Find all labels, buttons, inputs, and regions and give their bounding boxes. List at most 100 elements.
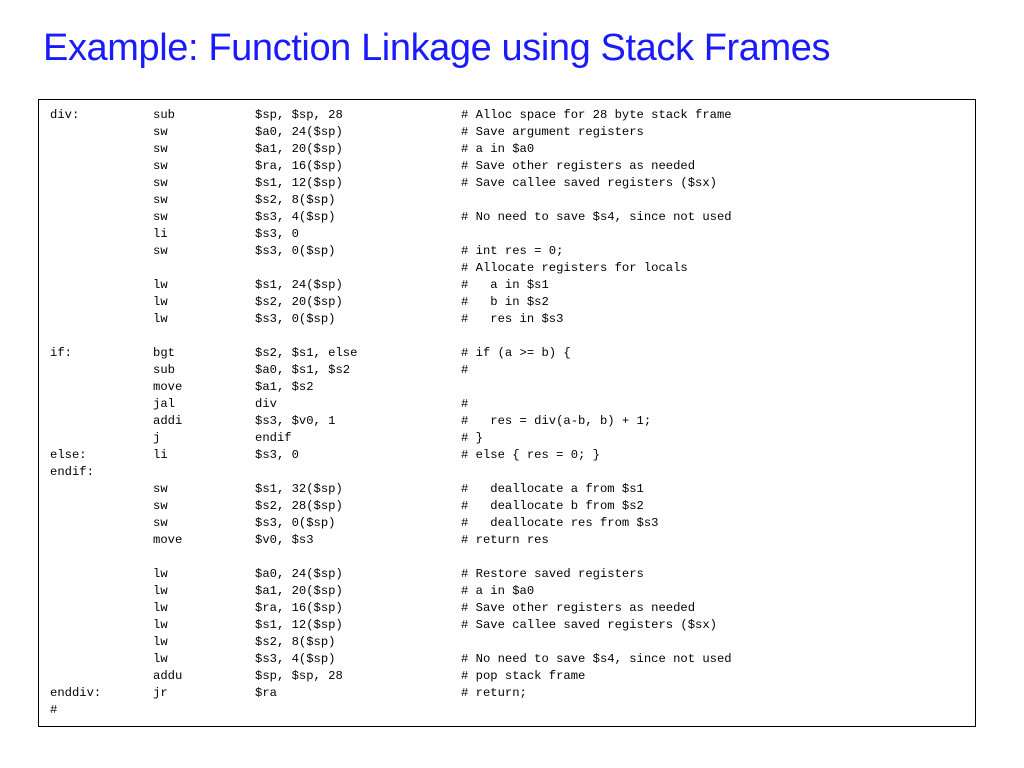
code-opcode: sw [153,499,168,513]
code-opcode: lw [153,584,168,598]
code-comment: # No need to save $s4, since not used [461,652,732,666]
code-operands: $s3, 4($sp) [255,210,336,224]
code-comment: # Save other registers as needed [461,159,696,173]
code-label: enddiv: [50,686,102,700]
code-line [50,328,971,345]
code-opcode: sw [153,159,168,173]
code-opcode: sw [153,516,168,530]
code-opcode: sw [153,193,168,207]
code-label: endif: [50,465,94,479]
code-operands: $sp, $sp, 28 [255,669,343,683]
code-label: if: [50,346,72,360]
code-line: lw$a0, 24($sp)# Restore saved registers [50,566,971,583]
code-operands: $s3, $v0, 1 [255,414,336,428]
code-operands: $s3, 0 [255,448,299,462]
code-operands: $a0, 24($sp) [255,567,343,581]
code-comment: # Save other registers as needed [461,601,696,615]
code-opcode: sw [153,125,168,139]
code-line: move $a1, $s2 [50,379,971,396]
code-comment: # Save callee saved registers ($sx) [461,618,717,632]
code-line: addi $s3, $v0, 1 # res = div(a-b, b) + 1; [50,413,971,430]
code-operands: $s3, 0 [255,227,299,241]
code-opcode: sw [153,176,168,190]
code-opcode: lw [153,652,168,666]
code-operands: $ra [255,686,277,700]
code-comment: # return; [461,686,527,700]
code-opcode: jal [153,397,175,411]
code-comment: # res = div(a-b, b) + 1; [461,414,652,428]
code-line: if: bgt $s2, $s1, else # if (a >= b) { [50,345,971,362]
code-operands: $a1, 20($sp) [255,584,343,598]
code-opcode: addi [153,414,183,428]
code-line: lw $s3, 4($sp) # No need to save $s4, sinc… [50,651,971,668]
code-operands: $s2, 8($sp) [255,193,336,207]
code-operands: $v0, $s3 [255,533,314,547]
slide-title: Example: Function Linkage using Stack Fr… [43,27,831,69]
code-operands: $s1, 24($sp) [255,278,343,292]
code-line: sub$a0, $s1, $s2# [50,362,971,379]
code-line: endif: [50,464,971,481]
code-comment: # Allocate registers for locals [461,261,688,275]
code-opcode: lw [153,278,168,292]
code-opcode: jr [153,686,168,700]
code-opcode: lw [153,312,168,326]
code-operands: $s3, 0($sp) [255,516,336,530]
code-comment: # Save callee saved registers ($sx) [461,176,717,190]
code-line: sw $ra, 16($sp) # Save other registers as … [50,158,971,175]
code-line: lw$s2, 8($sp) [50,634,971,651]
code-comment: # a in $a0 [461,584,535,598]
code-operands: $s2, 20($sp) [255,295,343,309]
code-opcode: li [153,227,168,241]
code-operands: $s3, 4($sp) [255,652,336,666]
code-line: div:sub$sp, $sp, 28# Alloc space for 28 … [50,107,971,124]
code-comment: # a in $a0 [461,142,535,156]
code-label: else: [50,448,87,462]
code-label: div: [50,108,80,122]
code-comment: # else { res = 0; } [461,448,600,462]
code-operands: $s1, 12($sp) [255,176,343,190]
code-line: lw $a1, 20($sp) # a in $a0 [50,583,971,600]
code-comment: # Save argument registers [461,125,644,139]
code-line: lw$s3, 0($sp)# res in $s3 [50,311,971,328]
code-operands: $s2, $s1, else [255,346,358,360]
code-comment: # deallocate res from $s3 [461,516,659,530]
code-operands: endif [255,431,292,445]
code-operands: div [255,397,277,411]
code-line: addu$sp, $sp, 28# pop stack frame [50,668,971,685]
code-opcode: j [153,431,161,445]
code-comment: # res in $s3 [461,312,564,326]
code-opcode: lw [153,601,168,615]
code-comment: # Alloc space for 28 byte stack frame [461,108,732,122]
code-line: lw$s2, 20($sp)# b in $s2 [50,294,971,311]
code-line: sw $s1, 12($sp) # Save callee saved regist… [50,175,971,192]
code-line: else: li $s3, 0 # else { res = 0; } [50,447,971,464]
code-comment: # if (a >= b) { [461,346,571,360]
code-operands: $a0, 24($sp) [255,125,343,139]
code-line: sw$s2, 28($sp)# deallocate b from $s2 [50,498,971,515]
code-line: sw$s3, 0($sp)# int res = 0; [50,243,971,260]
code-operands: $ra, 16($sp) [255,159,343,173]
code-opcode: sw [153,244,168,258]
code-label: # [50,703,58,717]
code-line: sw $s2, 8($sp) [50,192,971,209]
code-line: # Allocate registers for locals [50,260,971,277]
code-opcode: li [153,448,168,462]
code-line: li $s3, 0 [50,226,971,243]
code-operands: $s1, 12($sp) [255,618,343,632]
code-line: # [50,702,971,719]
code-line [50,549,971,566]
code-comment: # pop stack frame [461,669,586,683]
code-line: sw$a1, 20($sp)# a in $a0 [50,141,971,158]
code-comment: # Restore saved registers [461,567,644,581]
code-operands: $a0, $s1, $s2 [255,363,351,377]
code-opcode: bgt [153,346,175,360]
code-operands: $s1, 32($sp) [255,482,343,496]
code-opcode: move [153,380,183,394]
code-comment: # return res [461,533,549,547]
code-operands: $a1, $s2 [255,380,314,394]
code-line: lw$ra, 16($sp)# Save other registers as … [50,600,971,617]
code-operands: $sp, $sp, 28 [255,108,343,122]
code-opcode: sw [153,210,168,224]
code-opcode: lw [153,618,168,632]
code-operands: $s3, 0($sp) [255,244,336,258]
